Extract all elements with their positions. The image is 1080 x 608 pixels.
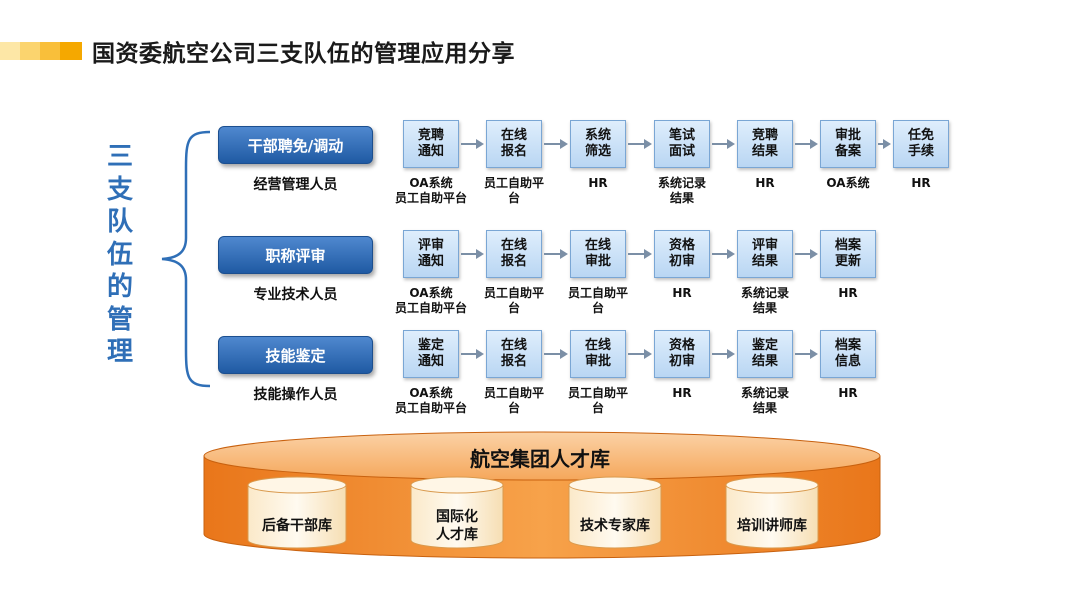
flow-arrow-icon	[628, 139, 652, 149]
database-label: 后备干部库	[262, 518, 332, 534]
process-step-box: 在线审批	[570, 230, 626, 278]
process-step-box: 在线报名	[486, 120, 542, 168]
flow-arrow-icon	[544, 349, 568, 359]
vertical-label-char: 队	[106, 207, 133, 237]
talent-pool-title: 航空集团人才库	[470, 447, 610, 471]
process-step-box: 在线报名	[486, 330, 542, 378]
flow-arrow-icon	[712, 349, 735, 359]
process-step-system: 员工自助平台	[483, 386, 544, 415]
process-step-system: HR	[911, 176, 931, 190]
title-accent-bar	[0, 42, 82, 60]
process-step-system: 员工自助平台	[483, 286, 544, 315]
process-step-box: 鉴定结果	[737, 330, 793, 378]
vertical-label-char: 三	[106, 142, 133, 172]
flow-arrow-icon	[628, 349, 652, 359]
process-step-box: 笔试面试	[654, 120, 710, 168]
vertical-label-char: 伍	[106, 239, 133, 270]
process-step-system: OA系统员工自助平台	[394, 176, 467, 205]
process-step-system: 系统记录结果	[657, 176, 706, 205]
database-label: 培训讲师库	[737, 518, 807, 534]
curly-brace	[161, 130, 211, 388]
flow-arrow-icon	[712, 139, 735, 149]
flow-arrow-icon	[795, 349, 818, 359]
vertical-label-char: 管	[106, 304, 133, 335]
talent-pool-cylinder	[203, 431, 881, 559]
personnel-label: 经营管理人员	[253, 177, 338, 193]
process-step-system: 员工自助平台	[567, 386, 628, 415]
process-step-system: HR	[838, 286, 858, 300]
category-button: 职称评审	[218, 236, 373, 274]
category-button: 技能鉴定	[218, 336, 373, 374]
process-step-system: OA系统员工自助平台	[394, 386, 467, 415]
process-step-box: 档案信息	[820, 330, 876, 378]
flow-arrow-icon	[461, 139, 484, 149]
process-step-box: 评审结果	[737, 230, 793, 278]
process-step-system: 系统记录结果	[740, 386, 789, 415]
process-step-system: 员工自助平台	[483, 176, 544, 205]
flow-arrow-icon	[628, 249, 652, 259]
process-step-system: 系统记录结果	[740, 286, 789, 315]
database-cylinder-icon	[410, 476, 504, 549]
process-step-box: 竞聘通知	[403, 120, 459, 168]
process-step-system: HR	[755, 176, 775, 190]
database-cylinder-icon	[247, 476, 347, 549]
flow-arrow-icon	[878, 139, 891, 149]
process-step-system: HR	[588, 176, 608, 190]
process-step-system: HR	[838, 386, 858, 400]
vertical-label: 三支队伍的管理	[103, 140, 137, 368]
flow-arrow-icon	[795, 139, 818, 149]
process-step-system: 员工自助平台	[567, 286, 628, 315]
process-step-box: 资格初审	[654, 230, 710, 278]
personnel-label: 专业技术人员	[253, 287, 338, 303]
process-step-box: 审批备案	[820, 120, 876, 168]
vertical-label-char: 支	[106, 174, 133, 205]
process-step-system: HR	[672, 386, 692, 400]
flow-arrow-icon	[461, 349, 484, 359]
process-step-box: 竞聘结果	[737, 120, 793, 168]
process-step-box: 评审通知	[403, 230, 459, 278]
process-step-system: HR	[672, 286, 692, 300]
flow-arrow-icon	[712, 249, 735, 259]
flow-arrow-icon	[544, 249, 568, 259]
database-cylinder-icon	[568, 476, 662, 549]
process-step-system: OA系统员工自助平台	[394, 286, 467, 315]
process-step-box: 档案更新	[820, 230, 876, 278]
process-step-box: 资格初审	[654, 330, 710, 378]
flow-arrow-icon	[461, 249, 484, 259]
process-step-box: 在线报名	[486, 230, 542, 278]
category-button: 干部聘免/调动	[218, 126, 373, 164]
page-title: 国资委航空公司三支队伍的管理应用分享	[92, 41, 515, 67]
flow-arrow-icon	[544, 139, 568, 149]
database-label: 技术专家库	[580, 518, 650, 534]
process-step-box: 鉴定通知	[403, 330, 459, 378]
vertical-label-char: 理	[106, 337, 133, 367]
database-label: 国际化人才库	[436, 509, 478, 543]
process-step-box: 系统筛选	[570, 120, 626, 168]
process-step-box: 在线审批	[570, 330, 626, 378]
database-cylinder-icon	[725, 476, 819, 549]
vertical-label-char: 的	[106, 272, 133, 302]
flow-arrow-icon	[795, 249, 818, 259]
process-step-box: 任免手续	[893, 120, 949, 168]
personnel-label: 技能操作人员	[253, 387, 338, 403]
process-step-system: OA系统	[826, 176, 870, 190]
